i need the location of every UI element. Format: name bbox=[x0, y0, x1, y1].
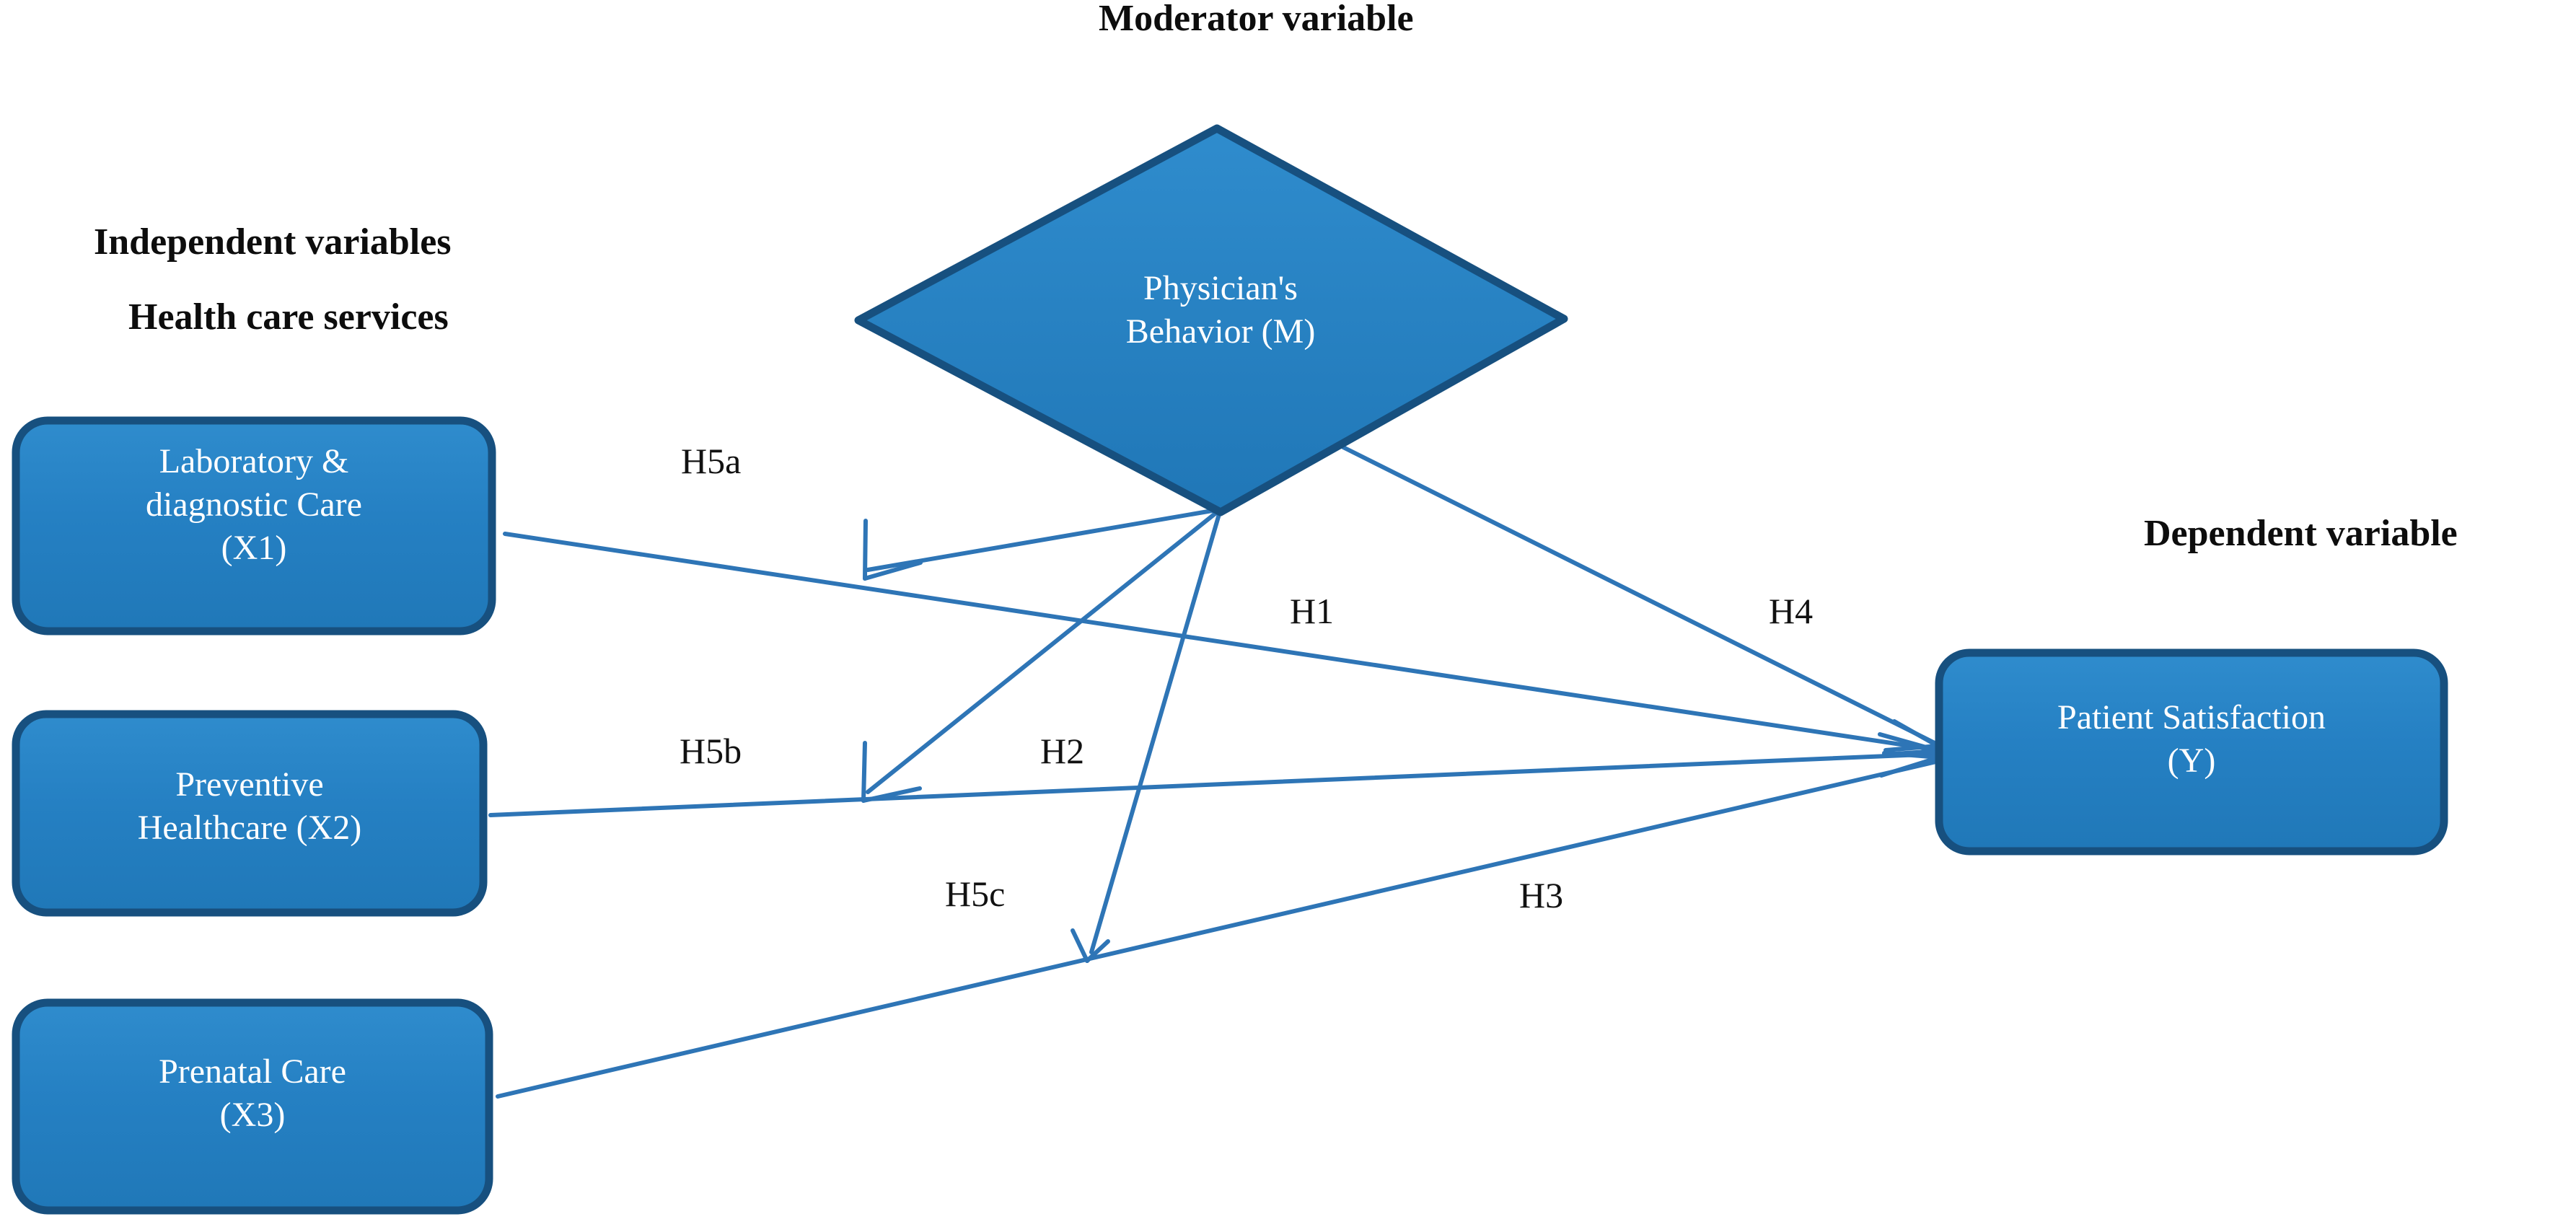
node-x2[interactable] bbox=[12, 710, 488, 917]
arrowhead-layer bbox=[861, 519, 1941, 963]
arrowhead-h4 bbox=[1883, 719, 1940, 752]
edge-h2-line bbox=[488, 752, 1941, 817]
edge-h5a-line bbox=[866, 507, 1223, 572]
arrowhead-h5a bbox=[863, 519, 923, 581]
arrowhead-h5c bbox=[1071, 928, 1110, 963]
edge-label-h5b: H5b bbox=[680, 731, 742, 771]
node-x3[interactable] bbox=[12, 998, 493, 1215]
edge-label-h1: H1 bbox=[1290, 591, 1335, 631]
edge-h4-line bbox=[1341, 445, 1940, 747]
arrowhead-h5b bbox=[861, 741, 922, 803]
arrowhead-h3 bbox=[1879, 751, 1941, 778]
connector-layer bbox=[488, 445, 1941, 1099]
edge-label-h5c: H5c bbox=[945, 874, 1006, 914]
node-y[interactable] bbox=[1935, 648, 2448, 856]
edge-h5c-line bbox=[1089, 507, 1223, 954]
edge-label-h4: H4 bbox=[1769, 591, 1814, 631]
node-x1[interactable] bbox=[12, 416, 496, 636]
edge-h1-line bbox=[503, 532, 1941, 752]
dependent-heading: Dependent variable bbox=[2144, 513, 2458, 554]
edge-label-h5a: H5a bbox=[681, 441, 742, 481]
edge-label-h3: H3 bbox=[1519, 875, 1564, 915]
moderator-heading: Moderator variable bbox=[1099, 0, 1414, 39]
node-m[interactable] bbox=[854, 124, 1568, 516]
edge-h5b-line bbox=[866, 507, 1223, 794]
independent-heading-line2: Health care services bbox=[128, 296, 449, 338]
edge-h3-line bbox=[496, 759, 1941, 1099]
edge-label-h2: H2 bbox=[1040, 731, 1085, 771]
independent-heading-line1: Independent variables bbox=[94, 221, 452, 263]
